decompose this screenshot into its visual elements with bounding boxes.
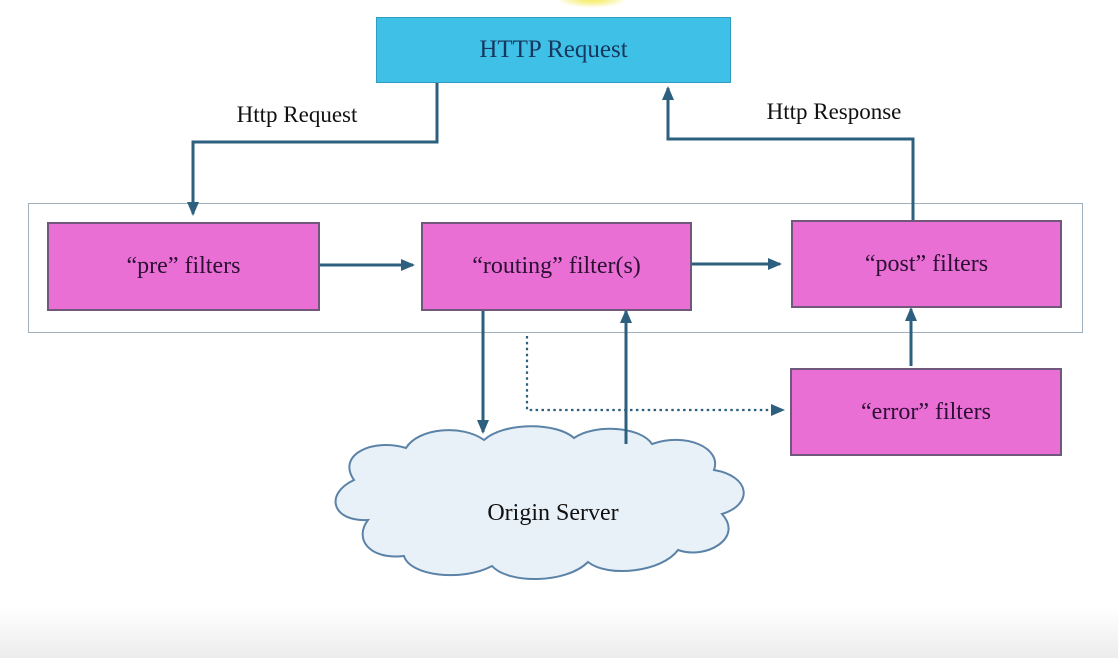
post-to-http-response-arrow [662, 86, 915, 221]
pre-filters-box: “pre” filters [47, 222, 320, 311]
http-request-edge-label: Http Request [236, 102, 358, 127]
pointer-highlight-dot [556, 0, 628, 8]
post-filters-box: “post” filters [791, 220, 1062, 308]
pre-filters-label: “pre” filters [126, 253, 241, 279]
error-filters-box: “error” filters [790, 368, 1062, 456]
http-request-box-label: HTTP Request [479, 36, 628, 63]
routing-filters-label: “routing” filter(s) [472, 253, 641, 279]
error-filters-label: “error” filters [861, 398, 991, 425]
origin-server-label: Origin Server [487, 500, 619, 526]
routing-filters-box: “routing” filter(s) [421, 222, 692, 311]
http-response-edge-label: Http Response [766, 99, 902, 124]
http-request-box: HTTP Request [376, 17, 731, 83]
routing-to-error-dotted-arrow [525, 336, 785, 416]
http-request-to-pre-arrow [187, 81, 439, 216]
origin-server-cloud [334, 425, 745, 581]
bottom-gradient [0, 608, 1118, 658]
post-filters-label: “post” filters [864, 250, 989, 277]
